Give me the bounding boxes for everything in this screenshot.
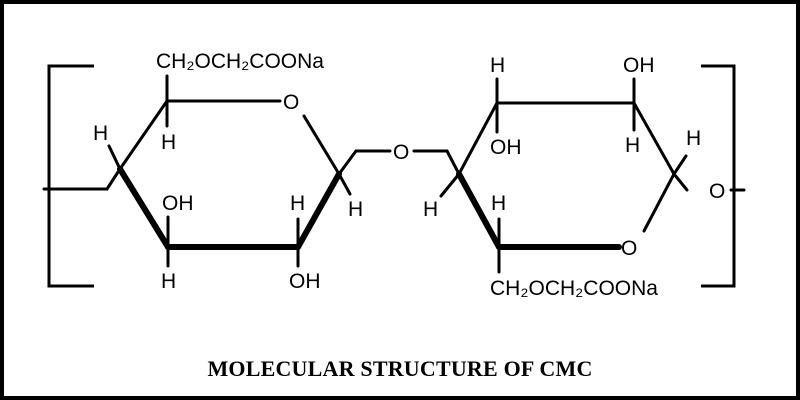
bridge-oxygen: O <box>393 141 409 164</box>
left-substituent-label: CH₂OCH₂COONa <box>156 50 324 73</box>
left-h-c1: H <box>348 198 363 221</box>
right-h-c5: H <box>491 192 506 215</box>
right-c4-c5-bond <box>457 101 499 176</box>
bridge-left-bond <box>337 149 358 176</box>
diagram-caption: MOLECULAR STRUCTURE OF CMC <box>207 356 593 381</box>
left-c5-h-bond <box>107 144 122 171</box>
right-h-c3: H <box>625 134 640 157</box>
left-c1-c5-bond <box>105 167 122 191</box>
left-bracket <box>47 64 94 288</box>
right-c3-c2-bond <box>632 101 676 176</box>
right-h-top-c4: H <box>490 54 505 77</box>
bridge-right-bond <box>445 149 461 176</box>
right-c1-h-bond <box>672 154 688 176</box>
right-ring-oxygen: O <box>621 237 637 260</box>
left-c1-c2-bond <box>295 171 342 250</box>
left-h-c2: H <box>290 192 305 215</box>
left-oh-c2-bottom: OH <box>289 270 321 293</box>
left-ring-oxygen: O <box>283 91 299 114</box>
right-h-c2: H <box>686 127 701 150</box>
left-c1-h-bond <box>337 172 352 196</box>
left-h-top-left: H <box>93 122 108 145</box>
right-c2-o-bond <box>642 172 676 233</box>
left-h-c4: H <box>161 131 176 154</box>
left-o-c1-bond <box>302 114 341 176</box>
right-end-oxygen: O <box>709 180 725 203</box>
right-c5-c4-bond <box>456 171 502 250</box>
left-c5-c4-bond <box>118 99 169 171</box>
right-oh-top-c3: OH <box>623 54 655 77</box>
left-oh-c3: OH <box>162 192 194 215</box>
right-bracket <box>701 64 736 288</box>
right-h-c1: H <box>423 198 438 221</box>
right-c4-h-bond <box>439 172 461 198</box>
left-h-c3-bottom: H <box>161 270 176 293</box>
right-c1-o-bond <box>672 172 689 192</box>
cmc-structure-diagram: CH₂OCH₂COONa O H H OH H H H OH O H OH OH… <box>42 50 746 300</box>
right-oh-c4: OH <box>490 136 522 159</box>
left-c3-c5-bond <box>117 166 171 250</box>
right-substituent-label: CH₂OCH₂COONa <box>490 277 658 300</box>
